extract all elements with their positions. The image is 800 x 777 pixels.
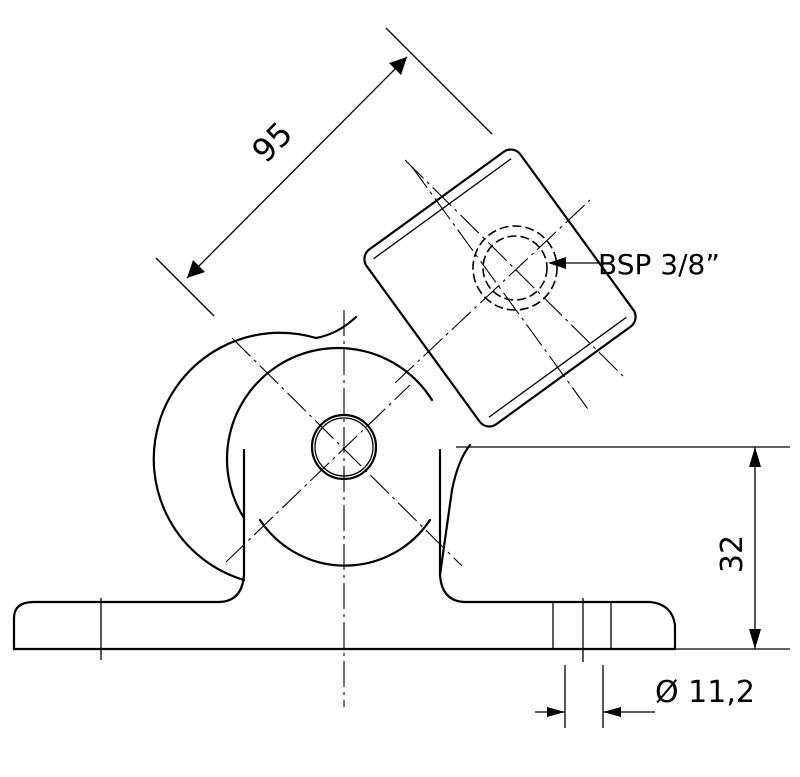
dim-95-arrow-high (389, 57, 407, 75)
pivot-boss-arc (225, 346, 434, 520)
dim-95-extension-1 (155, 257, 215, 317)
dim-95-extension-2 (385, 27, 493, 135)
thread-callout-label: BSP 3/8” (598, 248, 720, 281)
pivot-diagonal-centerline-b (225, 384, 411, 563)
dim-32-arrow-top (749, 447, 761, 467)
dim-hole-arrow-left (547, 707, 565, 717)
thread-hole-center-a (404, 159, 626, 379)
dim-95-line (186, 56, 408, 279)
base-plate-right (12, 448, 677, 651)
thread-hole-center-b (394, 199, 591, 384)
dim-32-arrow-bottom (749, 629, 761, 649)
pivot-diagonal-centerline-a (231, 337, 463, 567)
thread-callout-arrow (548, 257, 566, 269)
base-plate (12, 448, 246, 651)
thread-hole-inner (482, 235, 548, 301)
dim-95-label: 95 (244, 114, 300, 170)
tube-socket (363, 148, 637, 428)
thread-hole-outer (472, 225, 558, 311)
dim-32-label: 32 (715, 535, 750, 573)
pivot-lug-outline (152, 315, 358, 582)
dim-95-arrow-low (187, 260, 205, 278)
dim-hole-label: Ø 11,2 (655, 675, 755, 710)
dim-hole-arrow-right (603, 707, 621, 717)
pivot-boss-lower-arc (258, 518, 432, 567)
tube-socket-axis (411, 166, 589, 410)
pivot-lug-right (438, 443, 472, 577)
